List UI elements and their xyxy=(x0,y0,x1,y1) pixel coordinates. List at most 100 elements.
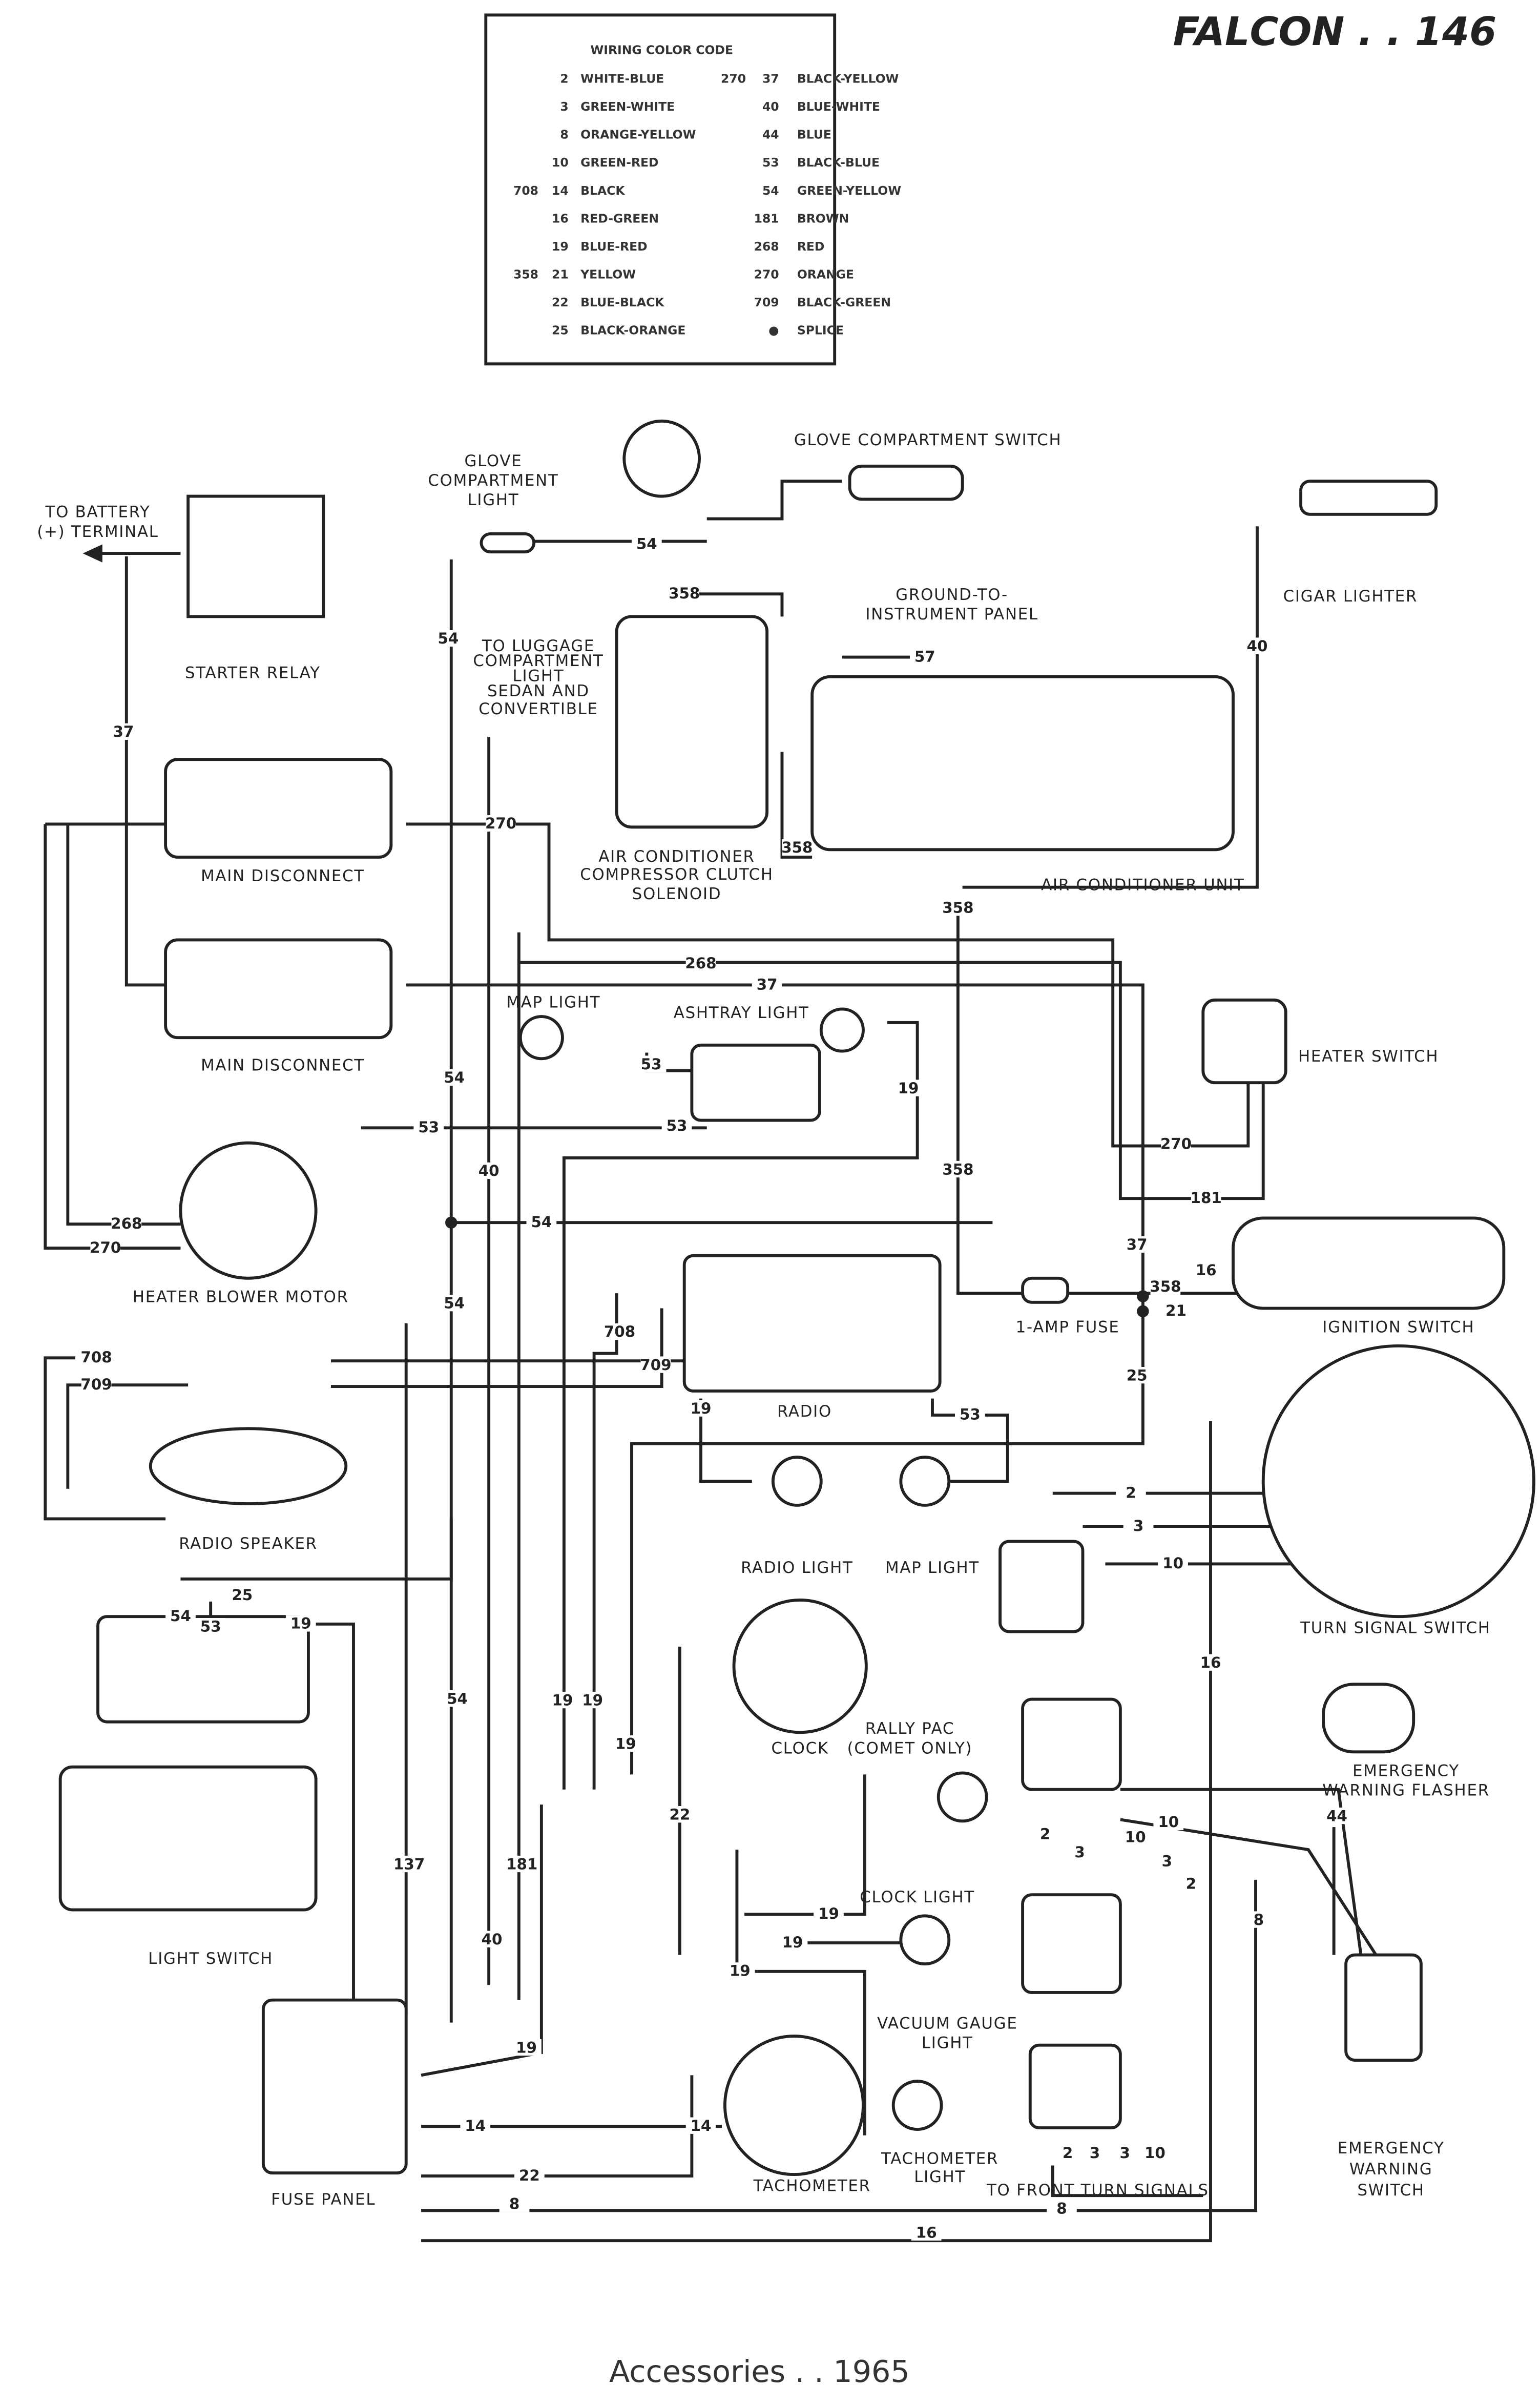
light-switch xyxy=(58,1765,318,1912)
color-code-number: 181 xyxy=(754,211,779,225)
component-label: WARNING FLASHER xyxy=(1322,1781,1490,1799)
component-label: AIR CONDITIONER xyxy=(598,847,755,866)
wire-number-label: 270 xyxy=(485,815,516,832)
component-label: COMPRESSOR CLUTCH xyxy=(580,865,774,884)
component-label: LIGHT SWITCH xyxy=(148,1950,273,1968)
wire-number-label: 40 xyxy=(478,1162,500,1179)
component-label: CONVERTIBLE xyxy=(478,700,598,718)
wire-label-bg xyxy=(605,1323,635,1340)
wire-number-label: 19 xyxy=(516,2039,537,2056)
component-label: LIGHT xyxy=(914,2168,966,2186)
color-code-color: YELLOW xyxy=(580,267,636,282)
wire-label-bg xyxy=(81,1376,112,1393)
wire-label-bg xyxy=(685,955,716,972)
main-disconnect-1 xyxy=(164,758,393,859)
glove-compartment-switch-body xyxy=(622,419,701,498)
wire xyxy=(406,822,1250,1148)
wire xyxy=(931,1398,1009,1483)
wire xyxy=(66,824,181,1226)
component-label: IGNITION SWITCH xyxy=(1322,1318,1474,1336)
wire-label-bg xyxy=(893,1080,924,1096)
wire-label-bg xyxy=(1322,1807,1352,1824)
wire-label-bg xyxy=(1052,2144,1083,2161)
wire-number-label: 40 xyxy=(1247,637,1268,655)
wire-label-bg xyxy=(1243,1911,1274,1928)
main-disconnect-2 xyxy=(164,938,393,1040)
color-code-color: BLACK-BLUE xyxy=(797,155,880,170)
wire-label-bg xyxy=(511,2039,542,2056)
component-label: MAIN DISCONNECT xyxy=(201,867,365,885)
component-label: TO FRONT TURN SIGNALS xyxy=(986,2181,1209,2200)
component-label: LIGHT xyxy=(513,667,565,686)
component-label: INSTRUMENT PANEL xyxy=(865,605,1038,624)
wire-number-label: 57 xyxy=(914,648,935,665)
wire-number-label: 19 xyxy=(691,1400,712,1417)
wire-number-label: 25 xyxy=(232,1586,253,1604)
wire-label-bg xyxy=(640,1356,671,1373)
component-label: RADIO SPEAKER xyxy=(179,1534,318,1553)
wire xyxy=(592,1293,618,1790)
wire-label-bg xyxy=(526,1213,557,1230)
wire-number-label: 53 xyxy=(200,1618,221,1635)
wire-label-bg xyxy=(661,1117,692,1134)
clock xyxy=(732,1598,868,1734)
wire-label-bg xyxy=(507,1855,537,1873)
color-code-number: 40 xyxy=(762,99,779,114)
color-code-color: GREEN-RED xyxy=(580,155,658,170)
wire-label-bg xyxy=(610,1735,641,1752)
wire xyxy=(780,752,813,859)
wire-number-label: 358 xyxy=(942,1160,973,1178)
component-label: GLOVE COMPARTMENT SWITCH xyxy=(794,431,1062,449)
wire-label-bg xyxy=(439,1295,469,1312)
component-labels: TO BATTERY(+) TERMINAL STARTER RELAY GLOVE… xyxy=(37,431,1490,2209)
arrow-icon xyxy=(82,544,102,563)
heater-blower-motor xyxy=(179,1141,318,1280)
component-label: ASHTRAY LIGHT xyxy=(674,1004,809,1022)
wire-number-label: 53 xyxy=(667,1117,688,1134)
wire-label-bg xyxy=(752,976,782,993)
wire-number-label: 19 xyxy=(552,1691,573,1709)
color-code-number: 2 xyxy=(560,71,568,86)
color-code-color: GREEN-YELLOW xyxy=(797,183,901,198)
component-label: STARTER RELAY xyxy=(185,664,321,682)
component-label: VACUUM GAUGE xyxy=(877,2014,1018,2033)
wire xyxy=(1120,1788,1363,1955)
component-label: EMERGENCY xyxy=(1338,2139,1445,2158)
component-label: RADIO LIGHT xyxy=(741,1559,854,1577)
wire-label-bg xyxy=(111,1215,142,1232)
wire-label-bg xyxy=(1153,1813,1184,1830)
wire-label-bg xyxy=(1079,2144,1110,2161)
color-code-color: RED-GREEN xyxy=(580,211,659,225)
wire-label-bg xyxy=(955,1406,985,1423)
wire-label-bg xyxy=(514,2167,545,2184)
wire-number-label: 16 xyxy=(916,2224,937,2241)
wire xyxy=(124,556,166,987)
wire-label-bg xyxy=(1121,1236,1152,1253)
wire-number-label: 358 xyxy=(669,585,700,602)
starter-relay xyxy=(186,494,325,618)
tachometer-light xyxy=(891,2080,943,2131)
component-label: TURN SIGNAL SWITCH xyxy=(1300,1619,1491,1637)
wire-number-label: 8 xyxy=(1254,1911,1264,1928)
wire-number-label: 181 xyxy=(1191,1189,1222,1207)
color-code-color: BROWN xyxy=(797,211,849,225)
wire-number-label: 37 xyxy=(757,976,778,993)
wire-number-label: 21 xyxy=(1166,1302,1187,1319)
wire-label-bg xyxy=(108,723,139,740)
color-code-color: RED xyxy=(797,239,825,254)
wire xyxy=(66,1383,189,1489)
wire xyxy=(699,1398,752,1483)
wire-label-bg xyxy=(1161,1135,1191,1152)
component-label: RADIO xyxy=(777,1402,832,1421)
wire-number-label: 10 xyxy=(1162,1554,1183,1572)
wire-number-label: 358 xyxy=(942,899,973,917)
component-label: 1-AMP FUSE xyxy=(1016,1318,1120,1336)
component-label: TACHOMETER xyxy=(881,2150,998,2168)
wire-number-label: 22 xyxy=(519,2167,540,2184)
wire-label-bg xyxy=(664,1806,695,1823)
color-code-alt: 270 xyxy=(721,71,746,86)
wire-label-bg xyxy=(1116,1484,1146,1501)
wire-label-bg xyxy=(1065,1843,1095,1860)
component-label: TO BATTERY xyxy=(45,503,151,522)
component-label: (+) TERMINAL xyxy=(37,523,158,541)
